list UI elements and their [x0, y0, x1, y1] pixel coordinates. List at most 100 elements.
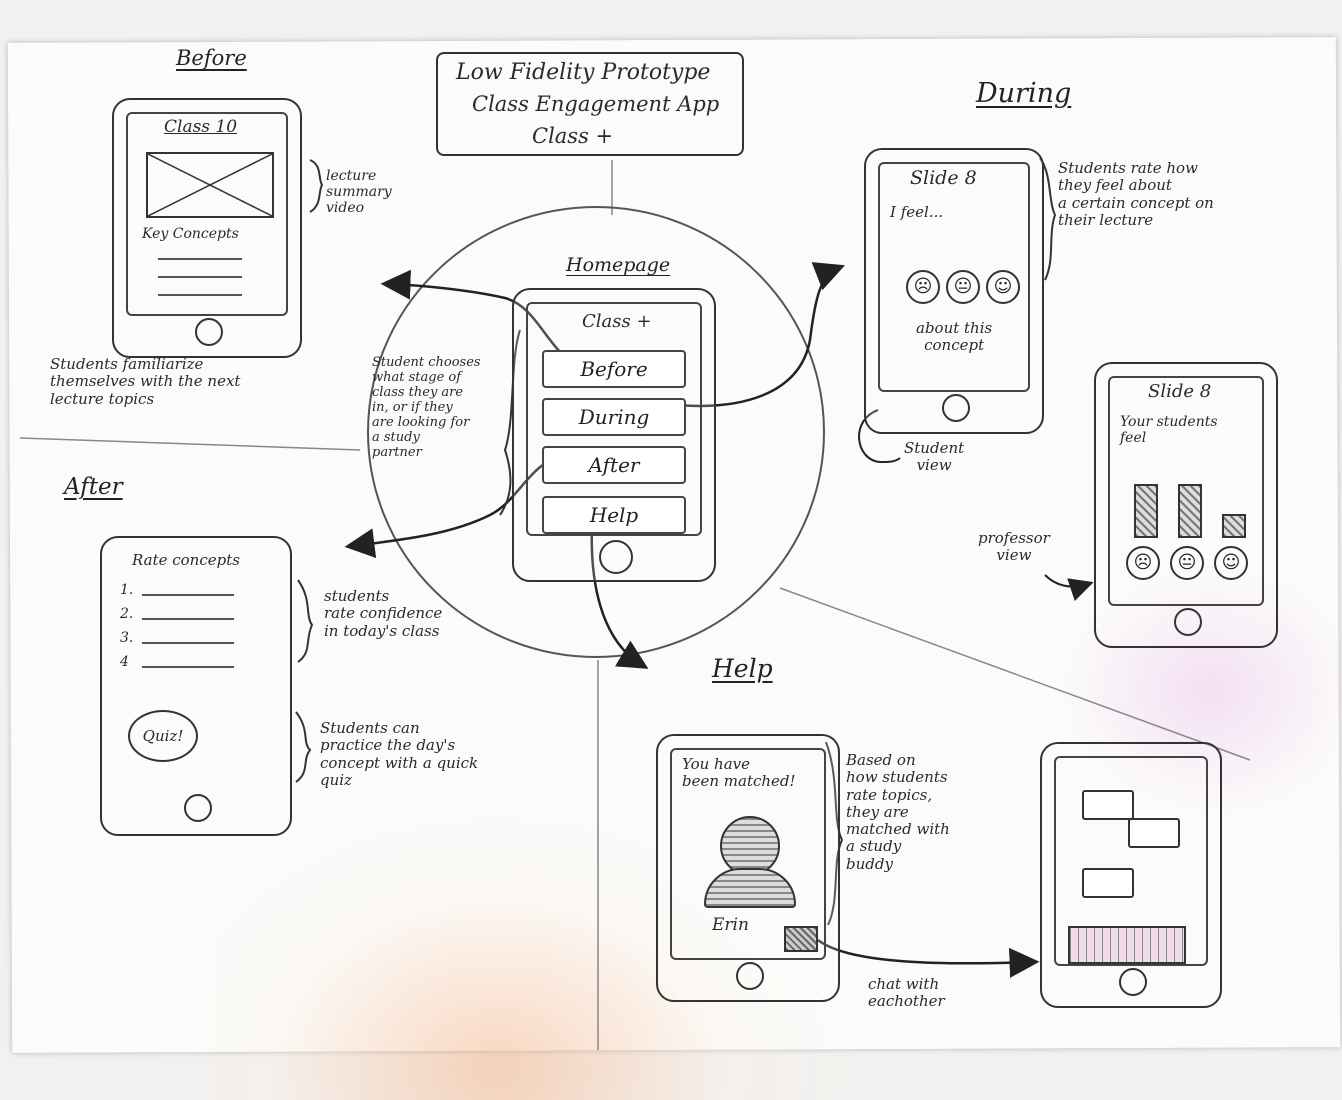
- avatar-body: [704, 868, 796, 908]
- before-phone: Class 10 Key Concepts: [112, 98, 302, 358]
- brace: [295, 711, 312, 783]
- during-button[interactable]: During: [542, 398, 686, 436]
- heading-homepage: Homepage: [566, 254, 671, 276]
- phone-screen: Class + Before During After Help: [526, 302, 702, 536]
- brace: [297, 579, 314, 663]
- homepage-circle: [367, 206, 825, 658]
- annotation-chat: chat with eachother: [868, 975, 945, 1011]
- placeholder-x-icon: [147, 153, 273, 217]
- help-matched-phone: You have been matched! Erin: [656, 734, 840, 1002]
- matched-text: You have been matched!: [682, 755, 796, 791]
- rate-line[interactable]: [142, 642, 234, 644]
- annotation-student-view: Student view: [904, 439, 965, 475]
- title-line-3: Class +: [532, 124, 614, 148]
- help-chat-phone: [1040, 742, 1222, 1008]
- title-line-2: Class Engagement App: [472, 92, 720, 116]
- divider-line: [19, 437, 361, 451]
- brace: [309, 159, 324, 213]
- avatar: [720, 816, 780, 876]
- chat-bubble: [1128, 818, 1180, 848]
- buddy-name: Erin: [712, 915, 749, 935]
- concept-line: [158, 294, 242, 296]
- phone-screen: [1054, 756, 1208, 966]
- homepage-phone: Class + Before During After Help: [512, 288, 716, 582]
- rate-line[interactable]: [142, 594, 234, 596]
- annotation-before: Students familiarize themselves with the…: [50, 355, 241, 408]
- rating-bar: [1134, 484, 1158, 538]
- during-student-phone: Slide 8 I feel... ☹ 😐 ☺ about this conce…: [864, 148, 1044, 434]
- home-button[interactable]: [942, 394, 970, 422]
- title-box: Low Fidelity Prototype Class Engagement …: [436, 52, 744, 156]
- phone-screen: You have been matched! Erin: [670, 748, 826, 960]
- quiz-button[interactable]: Quiz!: [128, 710, 198, 762]
- heading-during: During: [976, 78, 1072, 109]
- video-placeholder: [146, 152, 274, 218]
- sad-face-icon: ☹: [1126, 546, 1160, 580]
- rate-number: 2.: [120, 606, 134, 622]
- annotation-after-rate: students rate confidence in today's clas…: [324, 587, 443, 640]
- arrow-to-during: [677, 262, 845, 408]
- annotation-during: Students rate how they feel about a cert…: [1058, 159, 1214, 229]
- arrow-professor-view: [1044, 574, 1094, 602]
- happy-face-icon[interactable]: ☺: [986, 270, 1020, 304]
- chat-bubble: [1082, 790, 1134, 820]
- before-button[interactable]: Before: [542, 350, 686, 388]
- concept-line: [158, 258, 242, 260]
- home-button[interactable]: [1174, 608, 1202, 636]
- arrow-to-help: [590, 525, 649, 669]
- rate-line[interactable]: [142, 666, 234, 668]
- concept-line: [158, 276, 242, 278]
- rate-number: 1.: [120, 582, 134, 598]
- phone-screen: Rate concepts 1. 2. 3. 4 Quiz!: [114, 550, 278, 794]
- diagram-connectors: [19, 157, 1251, 1050]
- after-title: Rate concepts: [132, 551, 240, 569]
- neutral-face-icon: 😐: [1170, 546, 1204, 580]
- phone-screen: Class 10 Key Concepts: [126, 112, 288, 316]
- rating-bar: [1222, 514, 1246, 538]
- neutral-face-icon[interactable]: 😐: [946, 270, 980, 304]
- annotation-professor-view: professor view: [978, 529, 1050, 565]
- student-slide-title: Slide 8: [910, 167, 977, 189]
- rate-number: 4: [120, 654, 129, 670]
- annotation-after-quiz: Students can practice the day's concept …: [320, 719, 479, 789]
- happy-face-icon: ☺: [1214, 546, 1248, 580]
- arrow-to-chat: [817, 939, 1040, 978]
- chat-bubble: [1082, 868, 1134, 898]
- after-button[interactable]: After: [542, 446, 686, 484]
- heading-after: After: [64, 474, 123, 500]
- chat-icon[interactable]: [784, 926, 818, 952]
- help-button[interactable]: Help: [542, 496, 686, 534]
- brace: [499, 329, 521, 516]
- phone-screen: Slide 8 Your students feel ☹ 😐 ☺: [1108, 376, 1264, 606]
- home-button[interactable]: [736, 962, 764, 990]
- rate-number: 3.: [120, 630, 134, 646]
- arrow-to-before: [380, 269, 561, 353]
- during-professor-phone: Slide 8 Your students feel ☹ 😐 ☺: [1094, 362, 1278, 648]
- annotation-help: Based on how students rate topics, they …: [846, 751, 950, 873]
- brace: [825, 741, 844, 926]
- rating-bar: [1178, 484, 1202, 538]
- home-button[interactable]: [195, 318, 223, 346]
- homepage-title: Class +: [582, 311, 652, 332]
- key-concepts-label: Key Concepts: [142, 226, 239, 242]
- student-footer: about this concept: [916, 319, 993, 355]
- divider-line: [779, 587, 1251, 761]
- before-title: Class 10: [164, 117, 238, 137]
- after-phone: Rate concepts 1. 2. 3. 4 Quiz!: [100, 536, 292, 836]
- home-button[interactable]: [1119, 968, 1147, 996]
- quiz-label: Quiz!: [142, 727, 184, 745]
- home-button[interactable]: [599, 540, 633, 574]
- sad-face-icon[interactable]: ☹: [906, 270, 940, 304]
- annotation-lecture-video: lecture summary video: [326, 168, 392, 217]
- keyboard[interactable]: [1068, 926, 1186, 964]
- professor-bar-chart: [1120, 468, 1250, 538]
- arrow-student-view: [858, 409, 901, 464]
- heading-help: Help: [712, 654, 773, 683]
- title-line-1: Low Fidelity Prototype: [456, 60, 711, 85]
- professor-slide-title: Slide 8: [1148, 381, 1212, 402]
- rate-line[interactable]: [142, 618, 234, 620]
- home-button[interactable]: [184, 794, 212, 822]
- heading-before: Before: [176, 46, 247, 70]
- phone-screen: Slide 8 I feel... ☹ 😐 ☺ about this conce…: [878, 162, 1030, 392]
- professor-subtitle: Your students feel: [1120, 414, 1218, 447]
